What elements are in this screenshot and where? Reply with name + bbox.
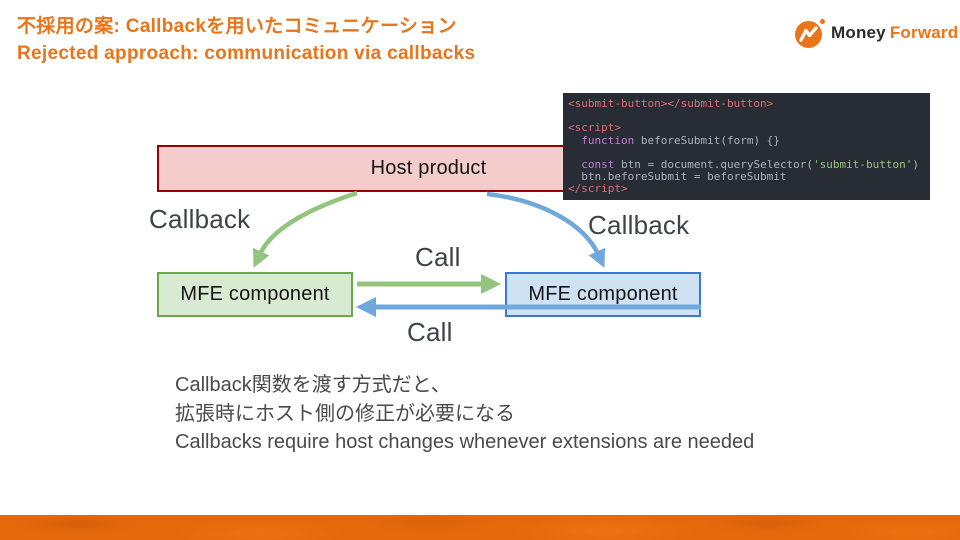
note-line-jp-2: 拡張時にホスト側の修正が必要になる (175, 402, 515, 425)
callback-arrow-left (252, 190, 358, 268)
note-text: Callback関数を渡す方式だと、 拡張時にホスト側の修正が必要になる Cal… (175, 371, 754, 457)
money-forward-logo: Money Forward (795, 18, 959, 48)
logo-word-money: Money (831, 22, 886, 42)
slide-title-en: Rejected approach: communication via cal… (17, 43, 476, 64)
logo-dot (820, 19, 825, 24)
callback-arrow-right (486, 191, 606, 268)
footer-accent-bar (0, 515, 960, 540)
logo-m-glyph (799, 26, 818, 42)
call-label-bottom: Call (407, 317, 453, 347)
code-snippet: <submit-button></submit-button> <script>… (563, 93, 930, 200)
callback-label-left: Callback (149, 204, 251, 234)
slide-title-jp: 不採用の案: Callbackを用いたコミュニケーション (17, 16, 457, 37)
call-label-top: Call (415, 242, 461, 272)
note-line-jp-1: Callback関数を渡す方式だと、 (175, 374, 451, 396)
mfe-component-left-label: MFE component (180, 283, 330, 305)
host-product-label: Host product (370, 157, 487, 179)
code-content: <submit-button></submit-button> <script>… (568, 97, 920, 196)
mfe-component-left-box: MFE component (157, 272, 353, 317)
note-line-en: Callbacks require host changes whenever … (175, 431, 755, 453)
callback-label-right: Callback (588, 210, 690, 240)
logo-word-forward: Forward (889, 22, 959, 42)
slide-title: 不採用の案: Callbackを用いたコミュニケーション Rejected ap… (17, 13, 475, 67)
money-forward-logo-icon (795, 18, 825, 48)
mfe-component-right-label: MFE component (528, 283, 678, 305)
